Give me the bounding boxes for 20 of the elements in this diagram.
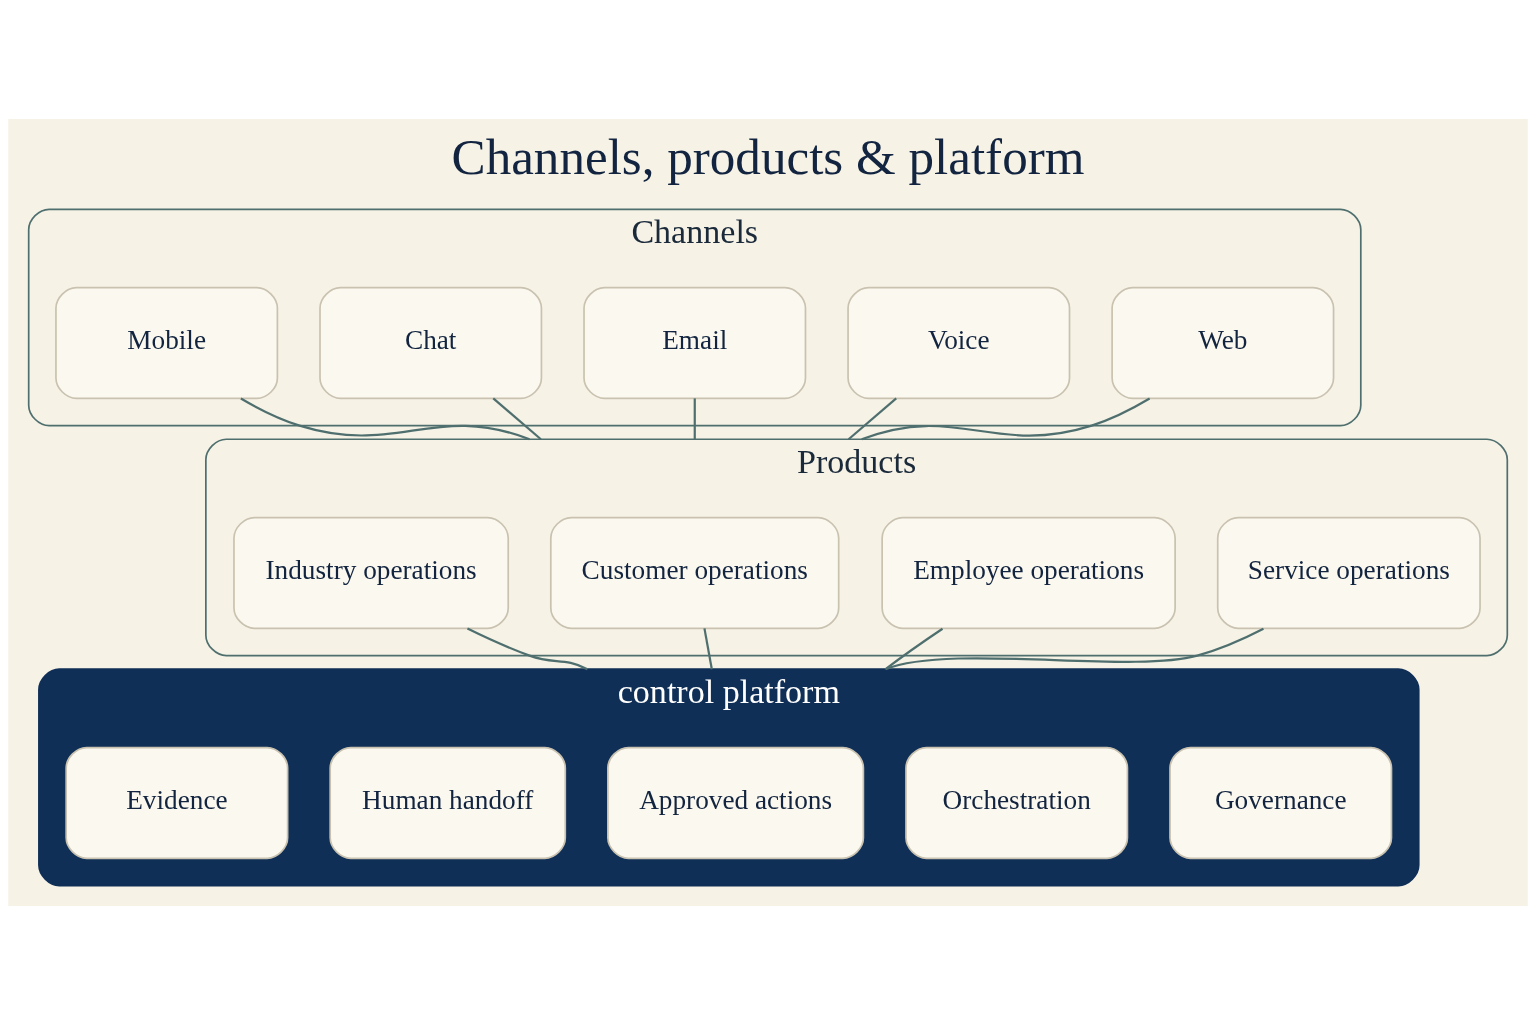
node-box: Email bbox=[583, 286, 807, 399]
node-box: Web bbox=[1111, 286, 1335, 399]
node-box: Service operations bbox=[1216, 516, 1481, 629]
node-box: Mobile bbox=[55, 286, 279, 399]
node-box: Customer operations bbox=[549, 516, 840, 629]
connector bbox=[703, 627, 713, 669]
connector bbox=[492, 397, 542, 440]
node-box: Orchestration bbox=[905, 746, 1129, 859]
node-box: Approved actions bbox=[607, 746, 865, 859]
node-box: Governance bbox=[1169, 746, 1393, 859]
node-box: Human handoff bbox=[329, 746, 567, 859]
connector bbox=[693, 397, 696, 439]
connector bbox=[884, 627, 944, 670]
node-box: Industry operations bbox=[233, 516, 510, 629]
node-box: Employee operations bbox=[881, 516, 1176, 629]
node-box: Chat bbox=[319, 286, 543, 399]
node-box: Voice bbox=[847, 286, 1071, 399]
node-box: Evidence bbox=[65, 746, 289, 859]
connector bbox=[847, 397, 897, 440]
diagram-title: Channels, products & platform bbox=[451, 127, 1085, 185]
